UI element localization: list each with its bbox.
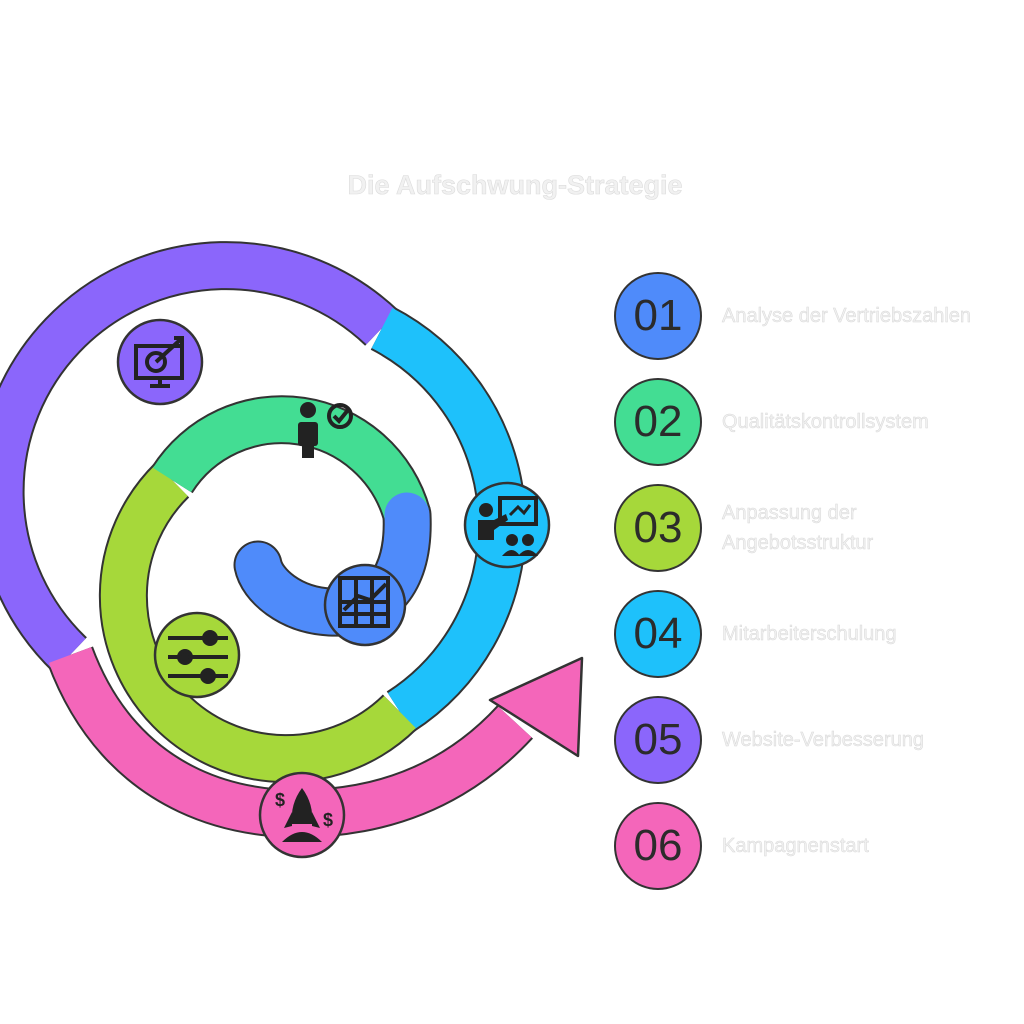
step-05: 05 Website-Verbesserung (614, 694, 1024, 786)
step-label: Kampagnenstart (722, 835, 869, 858)
monitor-target-icon (134, 336, 184, 388)
presentation-training-icon (478, 496, 538, 556)
step-label: Anpassung der Angebotsstruktur (722, 502, 874, 555)
step-01: 01 Analyse der Vertriebszahlen (614, 270, 1024, 362)
step-number-badge: 04 (614, 590, 702, 678)
diagram-title: Die Aufschwung-Strategie (347, 170, 683, 201)
step-label: Website-Verbesserung (722, 729, 924, 752)
step-label: Mitarbeiterschulung (722, 623, 897, 646)
step-04: 04 Mitarbeiterschulung (614, 588, 1024, 680)
step-label: Analyse der Vertriebszahlen (722, 305, 972, 328)
segment-03 (100, 463, 416, 782)
growth-chart-icon (338, 576, 390, 628)
step-number-badge: 05 (614, 696, 702, 784)
step-number-badge: 01 (614, 272, 702, 360)
step-number-badge: 02 (614, 378, 702, 466)
step-number-badge: 06 (614, 802, 702, 890)
step-label: Qualitätskontrollsystem (722, 411, 929, 434)
arrow-head (488, 656, 584, 758)
segment-02 (153, 397, 429, 522)
step-number-badge: 03 (614, 484, 702, 572)
step-03: 03 Anpassung der Angebotsstruktur (614, 482, 1024, 574)
step-06: 06 Kampagnenstart (614, 800, 1024, 892)
step-02: 02 Qualitätskontrollsystem (614, 376, 1024, 468)
sliders-icon (168, 630, 228, 684)
segment-05 (0, 243, 398, 672)
svg-text:$: $ (323, 810, 333, 830)
person-checkmark-icon (298, 402, 353, 458)
rocket-money-icon: $ $ (275, 788, 333, 842)
svg-text:$: $ (275, 790, 285, 810)
